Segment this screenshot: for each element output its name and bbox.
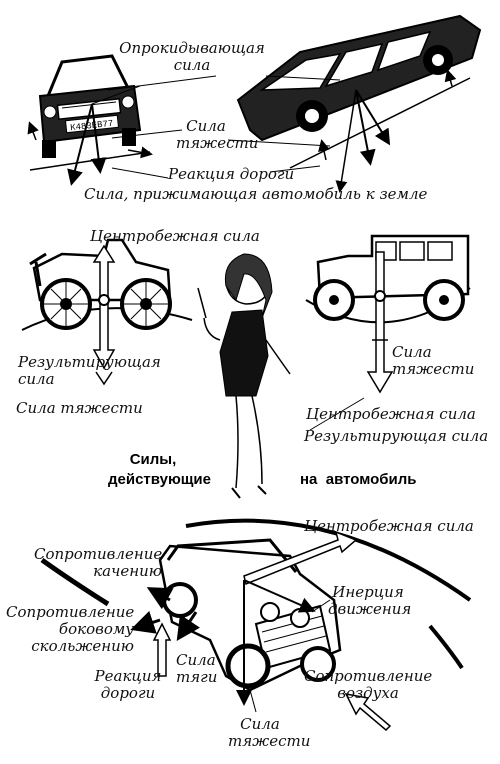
label-overturning-force: Опрокидывающая сила xyxy=(119,39,265,74)
label-resultant-3: Результирующая сила xyxy=(304,427,489,445)
label-air-resistance: Сопротивление воздуха xyxy=(304,667,433,702)
car-on-convex-road xyxy=(21,238,193,386)
label-gravity-3: Сила тяжести xyxy=(392,343,475,378)
label-gravity-2: Сила тяжести xyxy=(16,399,143,417)
label-inertia: Инерция движения xyxy=(328,583,412,618)
car-in-turn xyxy=(40,518,472,732)
label-traction: Сила тяги xyxy=(176,651,218,686)
label-gravity-4: Сила тяжести xyxy=(228,715,311,750)
label-road-reaction-1: Реакция дороги xyxy=(168,165,295,183)
presenter-figure xyxy=(197,253,291,499)
caption-left: Силы, действующие xyxy=(108,451,211,489)
plate-text: К483ЕВ77 xyxy=(70,119,114,133)
side-view-tilted-car xyxy=(236,14,482,193)
front-view-car xyxy=(27,54,153,186)
label-centrifugal-3: Центробежная сила xyxy=(306,405,476,423)
caption-right: на автомобиль xyxy=(300,471,417,488)
label-centrifugal-4: Центробежная сила xyxy=(304,517,474,535)
car-on-concave-road xyxy=(305,234,471,394)
label-resultant-2: Результирующая сила xyxy=(18,353,161,388)
label-rolling-resistance: Сопротивление качению xyxy=(34,545,163,580)
label-road-reaction-4: Реакция дороги xyxy=(94,667,162,702)
label-side-slip-resistance: Сопротивление боковому скольжению xyxy=(6,603,135,655)
label-centrifugal-2: Центробежная сила xyxy=(90,227,260,245)
license-plate xyxy=(64,114,120,134)
label-gravity-1: Сила тяжести xyxy=(176,117,259,152)
label-downforce: Сила, прижимающая автомобиль к земле xyxy=(84,185,428,203)
